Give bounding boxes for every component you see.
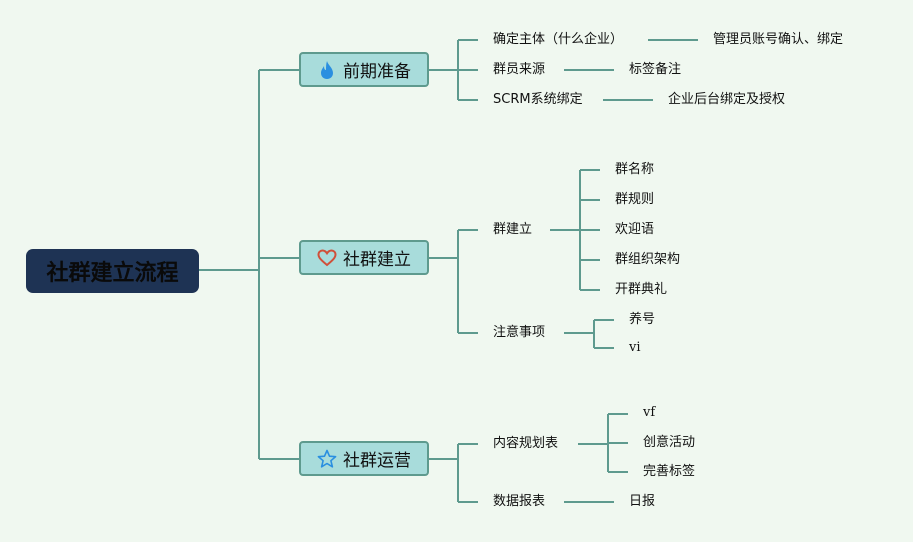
branch-topic-label: 前期准备 [343, 62, 411, 82]
subtopic-leaf[interactable]: 欢迎语 [615, 222, 655, 237]
subtopic-leaf[interactable]: 完善标签 [643, 464, 696, 479]
subtopic[interactable]: 内容规划表 [493, 436, 559, 451]
root-topic-label: 社群建立流程 [46, 261, 179, 286]
star-icon [317, 449, 337, 469]
branch-topic-preparation[interactable]: 前期准备 [299, 52, 429, 87]
subtopic-leaf[interactable]: vf [643, 405, 656, 420]
subtopic-leaf[interactable]: 创意活动 [643, 435, 696, 450]
subtopic-leaf[interactable]: 日报 [629, 494, 656, 509]
subtopic[interactable]: 注意事项 [493, 325, 546, 340]
heart-icon [317, 248, 337, 268]
root-topic[interactable]: 社群建立流程 [26, 249, 199, 293]
subtopic[interactable]: 群建立 [493, 222, 533, 237]
subtopic[interactable]: 确定主体（什么企业） [493, 32, 624, 47]
subtopic-leaf[interactable]: 管理员账号确认、绑定 [713, 32, 844, 47]
subtopic-leaf[interactable]: 标签备注 [629, 62, 682, 77]
subtopic-leaf[interactable]: 开群典礼 [615, 282, 668, 297]
subtopic-leaf[interactable]: 养号 [629, 312, 656, 327]
subtopic[interactable]: 数据报表 [493, 494, 546, 509]
subtopic-leaf[interactable]: 群规则 [615, 192, 655, 207]
branch-topic-label: 社群建立 [343, 250, 411, 270]
branch-topic-setup[interactable]: 社群建立 [299, 240, 429, 275]
subtopic-leaf[interactable]: 企业后台绑定及授权 [668, 92, 786, 107]
subtopic[interactable]: 群员来源 [493, 62, 546, 77]
subtopic-leaf[interactable]: 群名称 [615, 162, 655, 177]
subtopic[interactable]: SCRM系统绑定 [493, 92, 583, 107]
subtopic-leaf[interactable]: vi [629, 340, 641, 355]
branch-topic-label: 社群运营 [343, 451, 411, 471]
branch-topic-operation[interactable]: 社群运营 [299, 441, 429, 476]
fire-icon [317, 60, 337, 80]
subtopic-leaf[interactable]: 群组织架构 [615, 252, 681, 267]
